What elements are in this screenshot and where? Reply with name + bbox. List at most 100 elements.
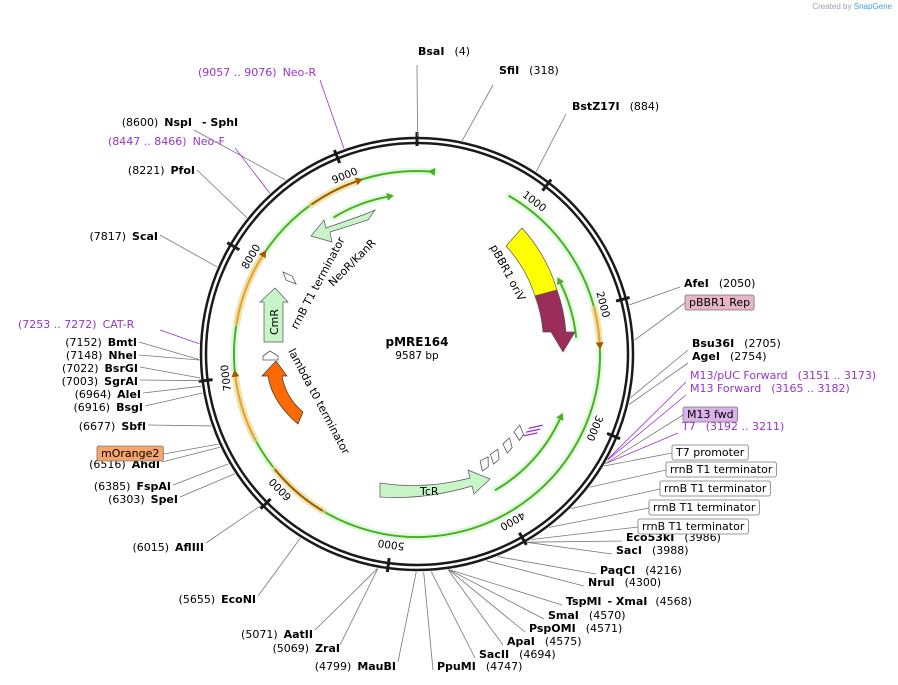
enzyme-leader bbox=[147, 424, 212, 427]
tick-mark bbox=[541, 178, 553, 192]
feature-leader bbox=[603, 452, 673, 467]
enzyme-pos: (6303) bbox=[108, 493, 145, 506]
enzyme-leader bbox=[196, 169, 248, 218]
enzyme-leader bbox=[486, 560, 585, 587]
enzyme-leader bbox=[257, 537, 301, 597]
feature-box-label: pBBR1 Rep bbox=[689, 296, 750, 309]
primer-leader bbox=[605, 432, 679, 465]
enzyme-leader bbox=[172, 463, 229, 486]
primer-name: T7 bbox=[681, 420, 696, 433]
enzyme-pos: (6964) bbox=[75, 388, 112, 401]
feature-leader bbox=[589, 469, 667, 488]
feature-box-label: rrnB T1 terminator bbox=[642, 520, 745, 533]
feature-arc-7 bbox=[235, 255, 264, 324]
feature-box bbox=[648, 499, 760, 516]
feature-arc-3 bbox=[559, 283, 578, 338]
enzyme-pos: (4568) bbox=[655, 595, 692, 608]
feature-leader bbox=[531, 526, 639, 540]
enzyme-leader bbox=[397, 571, 417, 663]
enzyme-pos: (6015) bbox=[132, 541, 169, 554]
enzyme-label-nhei: NheI bbox=[108, 349, 137, 362]
primer-mark bbox=[528, 424, 543, 429]
feature-box-label: mOrange2 bbox=[101, 447, 159, 460]
cmr-label: CmR bbox=[268, 309, 281, 335]
enzyme-pos: (3988) bbox=[652, 544, 689, 557]
enzyme-leader bbox=[138, 341, 200, 360]
tick-mark bbox=[615, 295, 630, 303]
enzyme-pos: (4300) bbox=[625, 576, 662, 589]
enzyme-label-ppumi: PpuMI bbox=[437, 660, 476, 673]
enzyme-pos: (4799) bbox=[315, 660, 352, 673]
enzyme-pos: (2754) bbox=[730, 350, 767, 363]
enzyme-leader bbox=[142, 385, 202, 394]
enzyme-pos: (4571) bbox=[586, 622, 623, 635]
enzyme-pos: (7003) bbox=[62, 375, 99, 388]
enzyme-label-spei: SpeI bbox=[151, 493, 178, 506]
enzyme-leader bbox=[193, 129, 286, 181]
primer-leader bbox=[319, 79, 345, 149]
feature-arc-2-head bbox=[595, 342, 604, 350]
enzyme-label-bstz17i: BstZ17I bbox=[572, 100, 620, 113]
enzyme-pos: (5655) bbox=[179, 593, 216, 606]
tick-mark bbox=[226, 241, 241, 252]
enzyme-leader bbox=[139, 379, 201, 382]
feature-arc-3-head bbox=[557, 277, 565, 286]
enzyme-leader bbox=[159, 234, 218, 268]
enzyme-pos: (7148) bbox=[66, 349, 103, 362]
feature-arc-5 bbox=[274, 468, 324, 512]
enzyme-leader bbox=[138, 354, 200, 361]
terminator-arrows bbox=[479, 424, 543, 472]
enzyme-label-fspai: FspAI bbox=[136, 480, 171, 493]
primer-range: (9057 .. 9076) bbox=[198, 66, 277, 79]
lambda-t0-arrow bbox=[261, 360, 304, 425]
enzyme-leader bbox=[448, 569, 526, 633]
enzyme-label-nrui: NruI bbox=[588, 576, 615, 589]
feature-arc-2 bbox=[593, 309, 601, 343]
neor-kanr-arrow bbox=[310, 209, 376, 243]
enzyme-leader bbox=[416, 64, 418, 137]
tcr-arrow bbox=[379, 469, 491, 498]
enzyme-pos: (4570) bbox=[589, 609, 626, 622]
enzyme-pos: (2705) bbox=[744, 337, 781, 350]
primer-range: (3151 .. 3173) bbox=[798, 369, 877, 382]
enzyme-label-agei: AgeI bbox=[692, 350, 720, 363]
enzyme-pos: (6916) bbox=[74, 401, 111, 414]
rrnb-inner-arrow bbox=[282, 271, 297, 285]
feature-arcs bbox=[230, 167, 604, 541]
enzyme-leader bbox=[629, 286, 681, 306]
primer-range: (8447 .. 8466) bbox=[108, 135, 187, 148]
enzyme-leader bbox=[144, 392, 203, 407]
enzyme-leader bbox=[527, 540, 623, 543]
tick-label: 5000 bbox=[377, 536, 405, 551]
enzyme-label-sfii: SfiI bbox=[499, 64, 519, 77]
enzyme-label-apai: ApaI bbox=[507, 635, 535, 648]
primer-leader bbox=[159, 329, 200, 345]
tick-label: 7000 bbox=[219, 364, 234, 392]
enzyme-label-alei: AleI bbox=[117, 388, 141, 401]
enzyme-label-bsai: BsaI bbox=[418, 45, 444, 58]
tick-mark bbox=[198, 378, 213, 383]
enzyme-label-bsgi: BsgI bbox=[116, 401, 143, 414]
enzyme-pos: (5071) bbox=[241, 628, 278, 641]
enzyme-label-sacii: SacII bbox=[479, 648, 509, 661]
cmr-arrow bbox=[259, 287, 289, 343]
plasmid-size: 9587 bp bbox=[395, 350, 439, 362]
pbbr1-oriv-maroon bbox=[534, 289, 576, 353]
tick-mark bbox=[259, 497, 272, 510]
primer-name: Neo-R bbox=[283, 66, 317, 79]
feature-leader bbox=[163, 443, 219, 455]
enzyme-pos: (4747) bbox=[486, 660, 523, 673]
enzyme-pos: (884) bbox=[630, 100, 660, 113]
enzyme-leader bbox=[139, 366, 201, 379]
enzyme-pos: (6385) bbox=[94, 480, 131, 493]
feature-box bbox=[637, 518, 749, 535]
feature-arc-8-head bbox=[354, 177, 363, 186]
enzyme-pos: (7817) bbox=[89, 230, 126, 243]
primer-mark bbox=[526, 428, 541, 433]
enzyme-leader bbox=[535, 113, 567, 172]
enzyme-leader bbox=[497, 556, 597, 575]
lambda-t0-label: lambda t0 terminator bbox=[285, 346, 352, 457]
primer-name: M13/pUC Forward bbox=[690, 369, 788, 382]
feature-arc-6 bbox=[234, 376, 257, 440]
